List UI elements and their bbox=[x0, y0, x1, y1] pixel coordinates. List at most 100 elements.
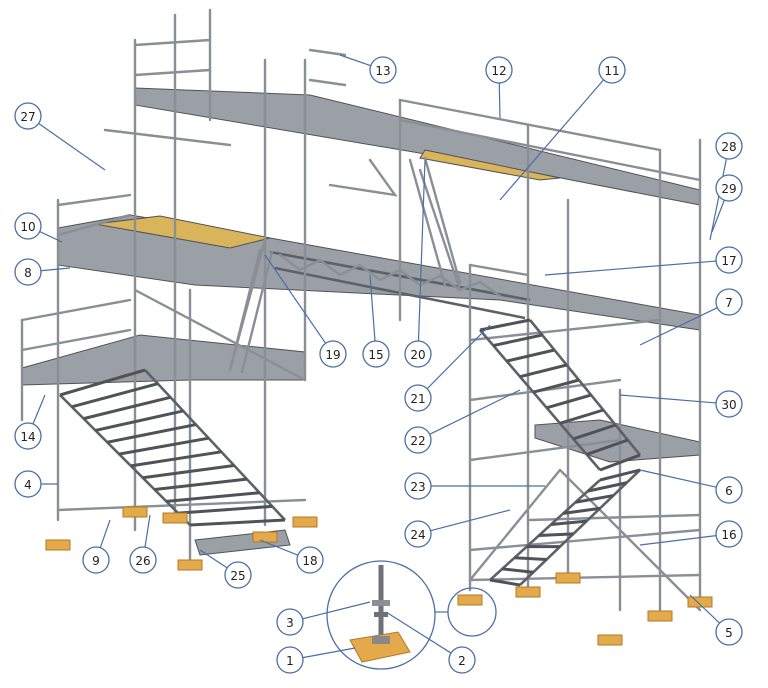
callout-circle bbox=[14, 470, 42, 498]
callout-label: 8 bbox=[24, 266, 32, 280]
base-plate bbox=[687, 596, 713, 608]
callout-label: 24 bbox=[410, 528, 425, 542]
stair-step bbox=[572, 423, 617, 441]
leader-line-1 bbox=[302, 647, 356, 659]
leader-line-6 bbox=[639, 469, 717, 488]
stair-step bbox=[130, 450, 222, 468]
callout-circle bbox=[14, 212, 42, 240]
callout-2: 2 bbox=[448, 646, 476, 674]
base-plate bbox=[45, 539, 71, 551]
leader-line-17 bbox=[544, 260, 717, 276]
callout-8: 8 bbox=[14, 258, 42, 286]
stair-step bbox=[83, 395, 171, 421]
base-plate bbox=[292, 516, 318, 528]
leader-line-5 bbox=[689, 594, 720, 624]
callout-label: 26 bbox=[135, 554, 150, 568]
callout-4: 4 bbox=[14, 470, 42, 498]
callout-6: 6 bbox=[715, 476, 743, 504]
callout-label: 11 bbox=[604, 64, 619, 78]
stair-step bbox=[599, 453, 641, 472]
callout-label: 5 bbox=[725, 626, 733, 640]
stair-step bbox=[479, 318, 531, 332]
callout-label: 4 bbox=[24, 478, 32, 492]
stair-step bbox=[587, 481, 627, 493]
callout-circle bbox=[485, 56, 513, 84]
callout-24: 24 bbox=[404, 520, 432, 548]
callout-label: 19 bbox=[325, 348, 340, 362]
callout-circle bbox=[14, 102, 42, 130]
leader-line-14 bbox=[32, 394, 46, 425]
callout-label: 10 bbox=[20, 220, 35, 234]
stair-step bbox=[118, 436, 209, 456]
callout-circle bbox=[404, 340, 432, 368]
leader-line-30 bbox=[619, 394, 717, 404]
callout-label: 7 bbox=[725, 296, 733, 310]
leader-line-13 bbox=[339, 54, 371, 67]
stair-step bbox=[95, 409, 184, 432]
base-plate bbox=[162, 512, 188, 524]
callout-25: 25 bbox=[224, 561, 252, 589]
stair-step bbox=[559, 408, 604, 425]
callout-circle bbox=[715, 246, 743, 274]
leader-line-9 bbox=[99, 519, 111, 548]
callout-11: 11 bbox=[598, 56, 626, 84]
callout-label: 22 bbox=[410, 434, 425, 448]
callout-circle bbox=[276, 646, 304, 674]
callout-26: 26 bbox=[129, 546, 157, 574]
base-plate bbox=[457, 594, 483, 606]
callout-label: 25 bbox=[230, 569, 245, 583]
callout-circle bbox=[715, 476, 743, 504]
callout-circle bbox=[404, 520, 432, 548]
stair-step bbox=[586, 438, 629, 456]
callout-22: 22 bbox=[404, 426, 432, 454]
leader-line-15 bbox=[369, 274, 376, 342]
callout-label: 20 bbox=[410, 348, 425, 362]
callout-23: 23 bbox=[404, 472, 432, 500]
callout-label: 13 bbox=[375, 64, 390, 78]
callout-1: 1 bbox=[276, 646, 304, 674]
callout-17: 17 bbox=[715, 246, 743, 274]
leader-line-16 bbox=[639, 534, 717, 546]
callout-20: 20 bbox=[404, 340, 432, 368]
stair-step bbox=[189, 518, 286, 527]
stair-step bbox=[599, 468, 641, 482]
callout-circle bbox=[715, 288, 743, 316]
callout-circle bbox=[598, 56, 626, 84]
leader-line-27 bbox=[38, 122, 106, 171]
callout-circle bbox=[715, 520, 743, 548]
stair-step bbox=[550, 519, 587, 526]
callout-label: 12 bbox=[491, 64, 506, 78]
callout-circle bbox=[224, 561, 252, 589]
leader-line-8 bbox=[40, 267, 71, 272]
stair-step bbox=[71, 382, 159, 409]
callout-label: 28 bbox=[721, 140, 736, 154]
callout-circle bbox=[404, 426, 432, 454]
callout-label: 17 bbox=[721, 254, 736, 268]
callout-label: 9 bbox=[92, 554, 100, 568]
callout-12: 12 bbox=[485, 56, 513, 84]
base-plate bbox=[647, 610, 673, 622]
stair-step bbox=[538, 532, 574, 538]
callout-3: 3 bbox=[276, 608, 304, 636]
callout-5: 5 bbox=[715, 618, 743, 646]
leader-line-10 bbox=[39, 230, 63, 243]
stair-step bbox=[493, 333, 543, 348]
leader-line-2 bbox=[385, 611, 452, 654]
scaffold-structure bbox=[20, 8, 713, 670]
leader-line-28 bbox=[709, 158, 728, 241]
callout-21: 21 bbox=[404, 384, 432, 412]
leader-line-3 bbox=[302, 601, 371, 620]
callout-15: 15 bbox=[362, 340, 390, 368]
callout-label: 6 bbox=[725, 484, 733, 498]
callout-circle bbox=[715, 618, 743, 646]
leader-line-21 bbox=[426, 324, 491, 390]
stair-step bbox=[532, 378, 580, 394]
callout-circle bbox=[319, 340, 347, 368]
callout-circle bbox=[276, 608, 304, 636]
callout-label: 23 bbox=[410, 480, 425, 494]
stair-step bbox=[506, 348, 555, 363]
callout-label: 18 bbox=[302, 554, 317, 568]
callout-circle bbox=[362, 340, 390, 368]
